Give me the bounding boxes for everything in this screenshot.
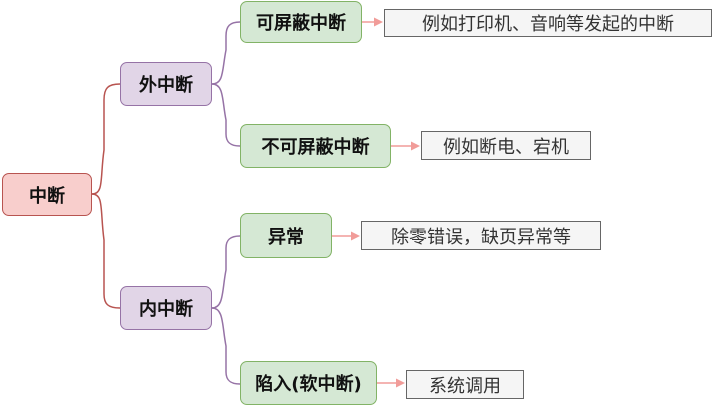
- note-trap-soft-interrupt: 系统调用: [406, 370, 524, 399]
- root-node-interrupt[interactable]: 中断: [2, 173, 92, 216]
- arrowhead-exception: [351, 231, 360, 241]
- connector-root-internal: [91, 193, 121, 309]
- arrowhead-maskable: [374, 17, 383, 27]
- connector-external-nonmaskable: [211, 83, 241, 147]
- node-trap-soft-interrupt[interactable]: 陷入(软中断): [240, 361, 377, 405]
- note-maskable-interrupt: 例如打印机、音响等发起的中断: [384, 9, 712, 37]
- node-maskable-interrupt[interactable]: 可屏蔽中断: [240, 1, 362, 43]
- arrowhead-nonmaskable: [411, 141, 420, 151]
- note-nonmaskable-interrupt: 例如断电、宕机: [421, 131, 591, 160]
- connector-external-maskable: [211, 21, 241, 85]
- node-external-interrupt[interactable]: 外中断: [120, 62, 212, 106]
- node-exception[interactable]: 异常: [240, 213, 332, 258]
- node-nonmaskable-interrupt[interactable]: 不可屏蔽中断: [240, 124, 391, 168]
- arrowhead-trap: [396, 378, 405, 388]
- connector-internal-exception: [211, 235, 241, 309]
- connector-root-external: [91, 83, 121, 195]
- note-exception: 除零错误，缺页异常等: [361, 221, 601, 250]
- connector-internal-trap: [211, 307, 241, 385]
- node-internal-interrupt[interactable]: 内中断: [120, 286, 212, 330]
